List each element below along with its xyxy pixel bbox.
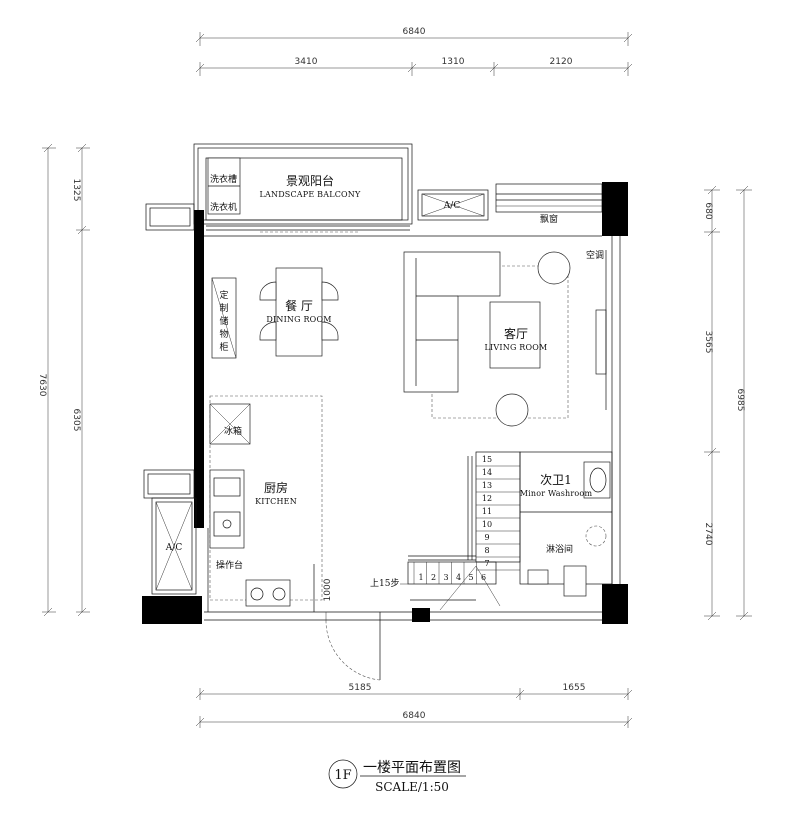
cabinet-char-4: 物 <box>219 328 228 340</box>
dining-room-en: DINING ROOM <box>266 315 331 324</box>
dim-right-total: 6985 <box>735 389 745 412</box>
ac-unit-left: A/C <box>143 469 197 595</box>
stairs-up-label: 上15步 <box>370 578 399 589</box>
cabinet-char-5: 柜 <box>219 341 228 353</box>
left-ledge <box>145 203 195 231</box>
left-dimensions: 7630 1325 6305 <box>37 143 90 617</box>
bottom-dimensions: 5185 1655 6840 <box>195 683 633 728</box>
stair-step-number: 10 <box>482 520 492 529</box>
dim-right-seg-2: 3565 <box>703 331 713 354</box>
dim-bottom-seg-2: 1655 <box>563 683 586 693</box>
dim-top-seg-1: 3410 <box>295 57 318 67</box>
stair-step-number: 14 <box>482 468 492 477</box>
stair-step-number: 9 <box>484 533 489 542</box>
door-opening-dim: 1000 <box>323 578 333 601</box>
right-dimensions: 680 3565 2740 6985 <box>703 185 752 621</box>
structural-walls <box>142 182 628 624</box>
kitchen-room-en: KITCHEN <box>255 497 297 506</box>
stair-step-number: 15 <box>482 455 492 464</box>
ac-unit-top: A/C <box>417 189 489 221</box>
dining-room-cn: 餐 厅 <box>285 298 313 313</box>
washroom-en: Minor Washroom <box>520 489 593 498</box>
stair-step-number: 1 <box>418 573 423 582</box>
stair-step-number: 7 <box>484 559 489 568</box>
stair-step-number: 11 <box>482 507 492 516</box>
title-block: 1F 一楼平面布置图 SCALE/1:50 <box>328 759 466 794</box>
stair-step-number: 2 <box>431 573 436 582</box>
balcony-room-en: LANDSCAPE BALCONY <box>260 190 361 199</box>
shower-label: 淋浴间 <box>546 543 573 555</box>
bay-window-label: 飘窗 <box>540 213 558 225</box>
washroom-cn: 次卫1 <box>540 473 572 487</box>
living-room-en: LIVING ROOM <box>485 343 548 352</box>
storage-cabinet: 定 制 储 物 柜 <box>211 277 237 359</box>
balcony-room-cn: 景观阳台 <box>286 173 334 188</box>
ac-side-label: A/C <box>165 543 183 553</box>
dim-top-seg-2: 1310 <box>442 57 465 67</box>
washer-cabinet-label: 洗衣槽 <box>210 173 237 185</box>
living-area: 客厅 LIVING ROOM 空调 <box>403 249 607 427</box>
stair-step-number: 4 <box>456 573 461 582</box>
plan-title: 一楼平面布置图 <box>363 760 461 776</box>
plan-scale: SCALE/1:50 <box>375 780 449 794</box>
ac-top-label: A/C <box>443 201 461 211</box>
entrance-door <box>325 612 381 681</box>
cabinet-char-1: 定 <box>219 289 228 301</box>
staircase: 上15步 <box>370 451 521 611</box>
floor-badge: 1F <box>334 768 351 783</box>
void-label: 空调 <box>586 249 604 261</box>
stair-step-number: 8 <box>484 546 489 555</box>
dim-right-seg-1: 680 <box>703 202 713 219</box>
stair-step-number: 6 <box>481 573 486 582</box>
dim-right-seg-3: 2740 <box>703 523 713 546</box>
dim-top-total: 6840 <box>403 27 426 37</box>
cabinet-char-2: 制 <box>219 302 228 314</box>
dim-bottom-total: 6840 <box>403 711 426 721</box>
stair-step-number: 5 <box>468 573 473 582</box>
dim-bottom-seg-1: 5185 <box>349 683 372 693</box>
balcony-area: 洗衣槽 洗衣机 景观阳台 LANDSCAPE BALCONY <box>193 143 413 233</box>
dim-top-seg-3: 2120 <box>550 57 573 67</box>
cabinet-char-3: 储 <box>219 315 228 327</box>
fridge-label: 冰箱 <box>224 425 242 437</box>
kitchen-room-cn: 厨房 <box>264 480 288 495</box>
kitchen-area: 冰箱 厨房 KITCHEN 操作台 1000 <box>209 395 333 612</box>
living-room-cn: 客厅 <box>504 326 528 341</box>
bay-window: 飘窗 <box>495 183 603 225</box>
counter-label: 操作台 <box>216 559 243 571</box>
washroom-area: 次卫1 Minor Washroom 淋浴间 <box>519 451 613 597</box>
washer-label: 洗衣机 <box>210 201 237 213</box>
dining-table: 餐 厅 DINING ROOM <box>259 267 339 357</box>
stair-step-number: 12 <box>482 494 492 503</box>
top-dimensions: 6840 3410 1310 2120 <box>195 27 633 76</box>
dim-left-total: 7630 <box>37 374 47 397</box>
dim-left-seg-1: 1325 <box>71 179 81 202</box>
dim-left-seg-2: 6305 <box>71 409 81 432</box>
stair-step-number: 13 <box>482 481 492 490</box>
stair-step-number: 3 <box>443 573 448 582</box>
